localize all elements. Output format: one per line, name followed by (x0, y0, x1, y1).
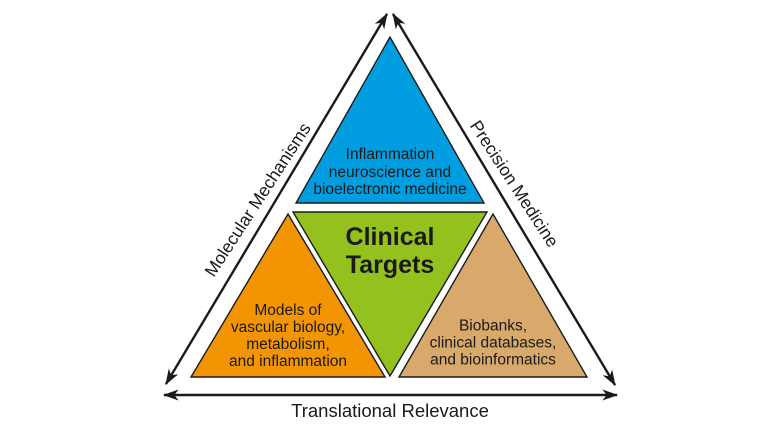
bottom-left-triangle-shape (189, 212, 387, 378)
bottom-right-triangle-label: Biobanks, clinical databases, and bioinf… (429, 317, 557, 369)
bottom-right-triangle-shape (397, 212, 589, 378)
left-edge-arrow (164, 13, 389, 385)
center-triangle-label: Clinical Targets (345, 223, 435, 279)
bottom-edge-label: Translational Relevance (291, 400, 489, 421)
top-triangle-shape (294, 35, 486, 204)
bottom-left-triangle-label: Models of vascular biology, metabolism, … (228, 302, 348, 370)
top-triangle-label: Inflammation neuroscience and bioelectro… (313, 145, 467, 198)
center-triangle-shape (291, 211, 489, 378)
right-edge-arrow (391, 13, 617, 386)
